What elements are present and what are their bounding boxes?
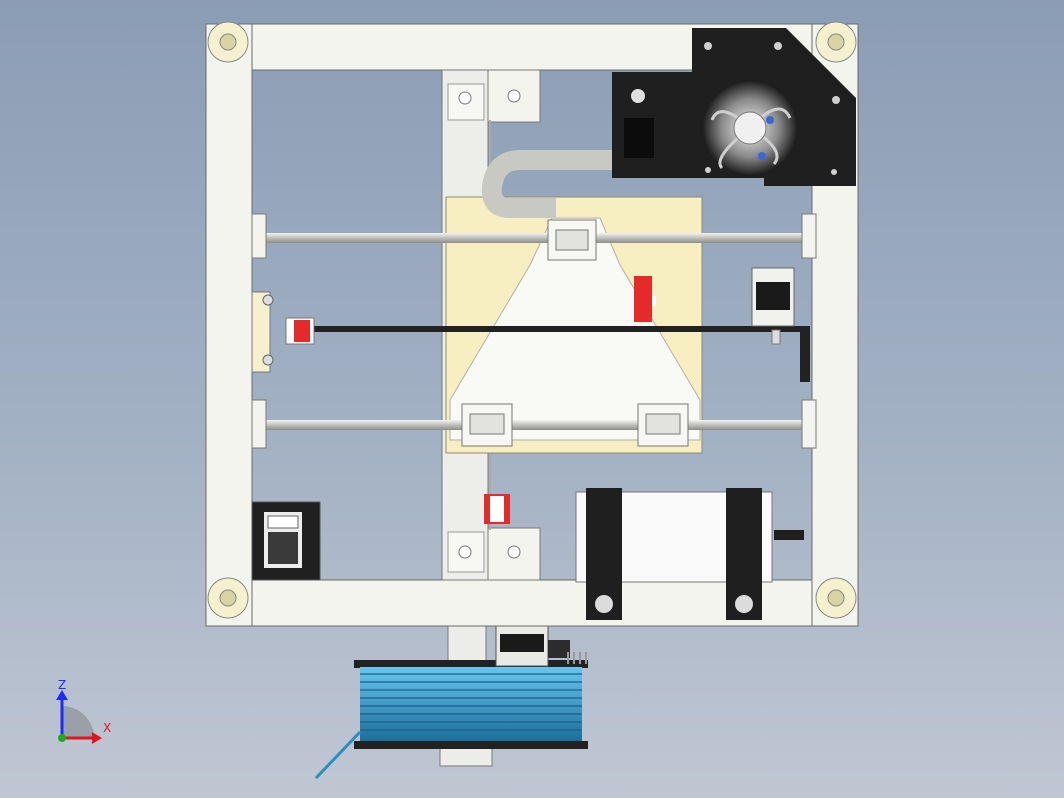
power-switch-icon <box>251 501 321 581</box>
filament-spool-icon <box>314 619 588 780</box>
frame-left-rail <box>205 23 253 627</box>
axis-triad-icon <box>56 690 102 744</box>
corner-bolts <box>207 21 857 619</box>
power-supply-box <box>575 488 804 620</box>
x-axis-label: X <box>103 721 112 735</box>
extruder-assembly <box>612 28 856 186</box>
belt-tensioner <box>251 291 315 373</box>
y-belt <box>300 326 810 382</box>
stepper-motor-icon <box>751 267 795 345</box>
linear-rods <box>251 213 817 449</box>
endstop-board <box>634 276 656 322</box>
filament-stepper-motor-icon <box>495 625 587 667</box>
z-axis-label: Z <box>58 678 67 692</box>
z-coupler <box>484 494 510 524</box>
bowden-tube <box>481 150 700 218</box>
bearing-blocks <box>461 219 689 447</box>
fan-icon <box>702 80 798 176</box>
